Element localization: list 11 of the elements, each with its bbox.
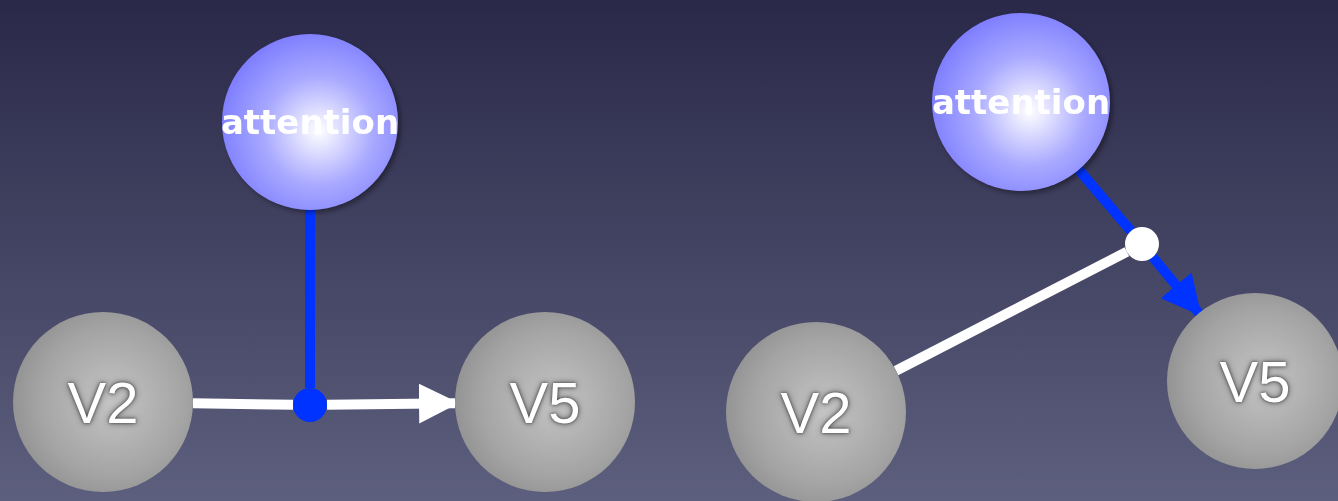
connector-line <box>305 210 315 388</box>
junction-dot <box>293 388 327 422</box>
connector-line <box>893 247 1130 376</box>
connector-line <box>1074 166 1135 235</box>
junction-dot <box>1125 227 1159 261</box>
node-label: V2 <box>67 368 139 436</box>
node-label: V2 <box>780 378 852 446</box>
node-label: V5 <box>509 368 581 436</box>
node-label: V5 <box>1219 347 1291 415</box>
arrow <box>1148 253 1203 317</box>
connector-line <box>192 398 294 410</box>
